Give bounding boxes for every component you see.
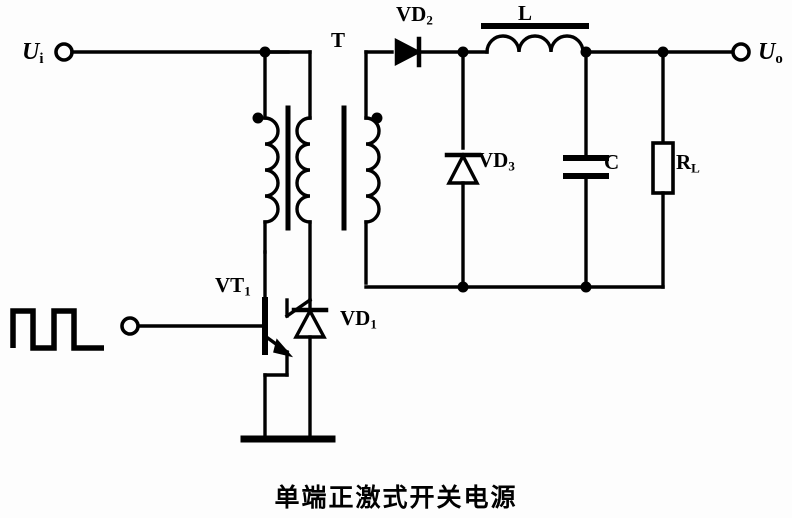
transistor-label: VT1	[215, 273, 251, 299]
output-terminal-node	[731, 42, 751, 62]
transformer-winding-2	[295, 116, 312, 224]
capacitor-label: C	[604, 150, 620, 174]
inductor-L-coil	[485, 34, 585, 54]
figure-caption: 单端正激式开关电源	[274, 483, 518, 512]
transformer-winding-3	[364, 116, 381, 224]
inductor-label: L	[518, 1, 533, 25]
junction-dot-capacitor-bottom	[580, 281, 592, 293]
drive-pulse-waveform	[10, 308, 104, 351]
drive-input-terminal-node	[120, 316, 140, 336]
polarity-dot-winding3	[371, 112, 383, 124]
transformer-label: T	[331, 28, 346, 52]
junction-dot-vd3-bottom	[457, 281, 469, 293]
output-voltage-label: Uo	[758, 39, 783, 68]
resistor-RL-body	[651, 141, 675, 195]
resistor-label: RL	[676, 150, 700, 176]
input-voltage-label: Ui	[22, 39, 44, 68]
diode-vd1-label: VD1	[340, 306, 377, 332]
polarity-dot-winding1	[252, 112, 264, 124]
diode-vd3-label: VD3	[478, 148, 515, 174]
transformer-winding-1	[263, 116, 280, 224]
diode-vd2-label: VD2	[396, 2, 433, 28]
input-terminal-node	[54, 42, 74, 62]
diode-vd3-triangle	[446, 152, 480, 185]
diode-vd1-triangle	[293, 307, 327, 339]
diode-vd2-triangle	[394, 37, 422, 67]
